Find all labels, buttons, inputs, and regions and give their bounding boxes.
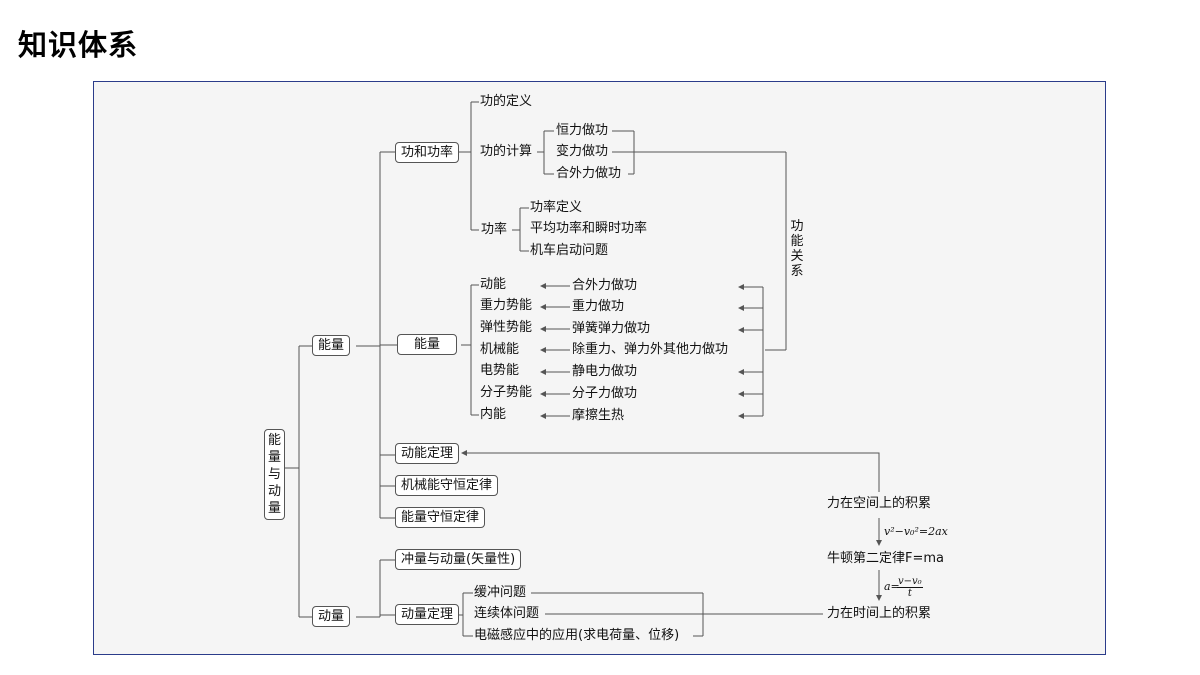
space-integral-label: 力在空间上的积累 bbox=[827, 496, 932, 511]
impulse-node: 冲量与动量(矢量性) bbox=[395, 549, 522, 570]
work-type: 弹簧弹力做功 bbox=[572, 321, 651, 336]
work-power-node: 功和功率 bbox=[395, 142, 460, 163]
energy-form: 重力势能 bbox=[480, 298, 533, 313]
power-item: 功率定义 bbox=[530, 200, 583, 215]
work-type: 摩擦生热 bbox=[572, 408, 625, 423]
momentum-theorem-item: 缓冲问题 bbox=[474, 585, 527, 600]
diagram-panel bbox=[93, 81, 1106, 655]
accel-formula-numerator: v−v₀ bbox=[897, 576, 923, 588]
page-title: 知识体系 bbox=[18, 28, 139, 62]
energy-form: 弹性势能 bbox=[480, 320, 533, 335]
momentum-theorem-node: 动量定理 bbox=[395, 604, 460, 625]
work-calc-item: 变力做功 bbox=[556, 144, 609, 159]
energy-node: 能量 bbox=[312, 335, 351, 356]
work-calc-item: 合外力做功 bbox=[556, 166, 622, 181]
root-node: 能量与动量 bbox=[264, 429, 285, 520]
momentum-node: 动量 bbox=[312, 606, 351, 627]
kinematics-formula: v²−v₀²=2ax bbox=[884, 525, 948, 538]
energy-form: 内能 bbox=[480, 407, 507, 422]
accel-formula-lhs: a= bbox=[884, 580, 900, 593]
work-type: 分子力做功 bbox=[572, 386, 638, 401]
work-type: 合外力做功 bbox=[572, 278, 638, 293]
energy-form: 分子势能 bbox=[480, 385, 533, 400]
work-type: 静电力做功 bbox=[572, 364, 638, 379]
accel-formula-denominator: t bbox=[907, 588, 912, 599]
ke-theorem-node: 动能定理 bbox=[395, 443, 460, 464]
work-energy-relation-label: 功能关系 bbox=[790, 219, 804, 279]
work-calc-item: 恒力做功 bbox=[556, 123, 609, 138]
mech-conservation-node: 机械能守恒定律 bbox=[395, 475, 499, 496]
energy-form: 机械能 bbox=[480, 342, 520, 357]
power-label: 功率 bbox=[481, 222, 508, 237]
momentum-theorem-item: 电磁感应中的应用(求电荷量、位移) bbox=[474, 628, 680, 643]
energy-form: 动能 bbox=[480, 277, 507, 292]
work-calculation: 功的计算 bbox=[480, 144, 533, 159]
power-item: 机车启动问题 bbox=[530, 243, 609, 258]
momentum-theorem-item: 连续体问题 bbox=[474, 606, 540, 621]
work-type: 除重力、弹力外其他力做功 bbox=[572, 342, 729, 357]
energy-sub-node: 能量 bbox=[397, 334, 458, 355]
work-type: 重力做功 bbox=[572, 299, 625, 314]
accel-formula-fraction: v−v₀ t bbox=[897, 576, 923, 599]
newton-second-law: 牛顿第二定律F=ma bbox=[827, 551, 945, 566]
energy-form: 电势能 bbox=[480, 363, 520, 378]
work-definition: 功的定义 bbox=[480, 94, 533, 109]
power-item: 平均功率和瞬时功率 bbox=[530, 221, 648, 236]
time-integral-label: 力在时间上的积累 bbox=[827, 606, 932, 621]
energy-conservation-node: 能量守恒定律 bbox=[395, 507, 486, 528]
